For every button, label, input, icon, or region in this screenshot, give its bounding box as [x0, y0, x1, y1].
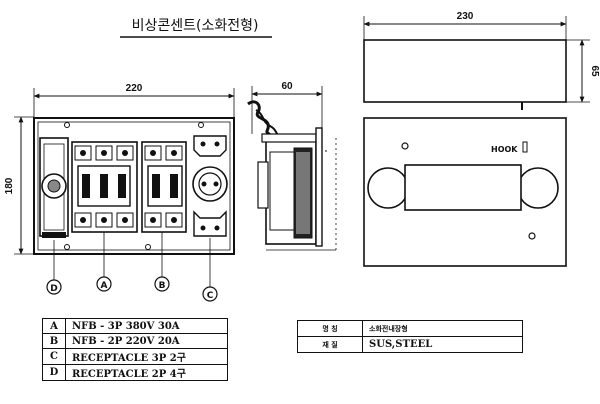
hook-label: HOOK: [491, 145, 518, 154]
callout-a: A: [96, 276, 112, 292]
legend-text: RECEPTACLE 2P 4구: [65, 364, 228, 381]
spec-row: 재 질 SUS,STEEL: [297, 336, 523, 353]
breaker-b: [141, 141, 187, 233]
spec-table: 명 칭 소화전내장형 재 질 SUS,STEEL: [297, 320, 523, 353]
legend-text: NFB - 3P 380V 30A: [65, 318, 228, 334]
svg-text:D: D: [50, 284, 57, 294]
svg-text:B: B: [159, 281, 166, 291]
front-view: 220 180: [4, 83, 235, 287]
callout-b: B: [154, 276, 170, 292]
legend-key: C: [42, 348, 66, 365]
legend-key: A: [42, 318, 66, 334]
right-width-dimension: 230: [457, 11, 474, 22]
spec-row: 명 칭 소화전내장형: [297, 320, 523, 337]
legend-text: NFB - 2P 220V 20A: [65, 333, 228, 349]
legend-row: B NFB - 2P 220V 20A: [42, 333, 228, 349]
svg-text:C: C: [207, 291, 214, 301]
breaker-a: [71, 141, 138, 233]
legend-key: D: [42, 364, 66, 381]
legend-row: A NFB - 3P 380V 30A: [42, 318, 228, 334]
side-depth-dimension: 60: [281, 81, 293, 92]
callout-d: D: [46, 279, 62, 295]
front-width-dimension: 220: [126, 83, 143, 94]
spec-value: 소화전내장형: [362, 320, 523, 337]
side-view: 60: [247, 81, 337, 251]
legend-row: D RECEPTACLE 2P 4구: [42, 364, 228, 381]
legend-row: C RECEPTACLE 3P 2구: [42, 348, 228, 365]
legend-table: A NFB - 3P 380V 30A B NFB - 2P 220V 20A …: [42, 318, 228, 381]
receptacle-c: [192, 135, 228, 237]
legend-key: B: [42, 333, 66, 349]
right-depth-dimension: 65: [589, 65, 600, 77]
legend-text: RECEPTACLE 3P 2구: [65, 348, 228, 365]
cover-view: HOOK: [363, 117, 567, 267]
spec-value: SUS,STEEL: [362, 336, 523, 353]
top-view: 230 65: [363, 11, 600, 110]
receptacle-d: [39, 137, 69, 238]
spec-key: 재 질: [297, 336, 363, 353]
spec-key: 명 칭: [297, 320, 363, 337]
front-height-dimension: 180: [4, 177, 15, 194]
drawing-title: 비상콘센트(소화전형): [132, 18, 259, 34]
callout-c: C: [202, 286, 218, 302]
svg-text:A: A: [101, 281, 108, 291]
